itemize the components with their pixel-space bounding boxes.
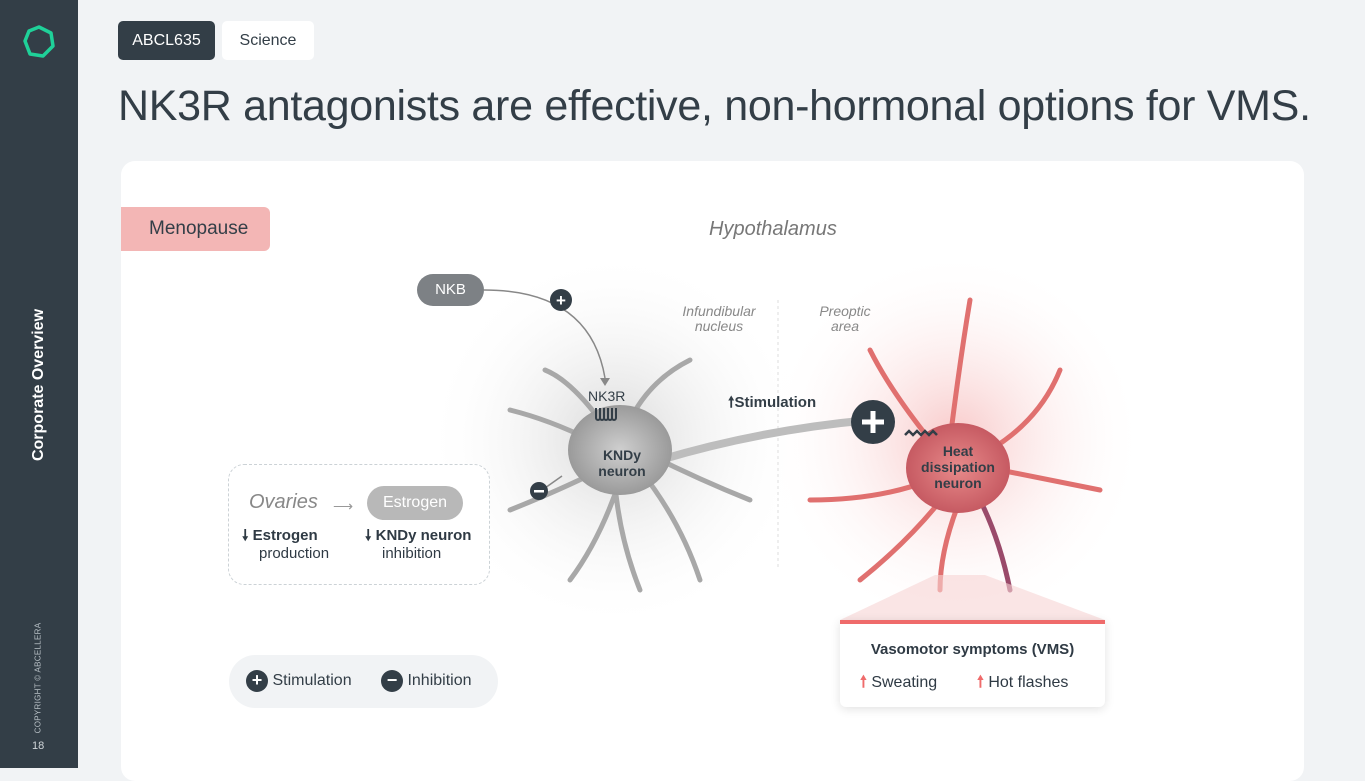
page-title: NK3R antagonists are effective, non-horm… [118, 82, 1311, 130]
vms-funnel [840, 575, 1105, 620]
inhibition-arrow [544, 475, 563, 489]
receptor-icon [595, 408, 617, 421]
stimulation-label: 🠕Stimulation [728, 394, 817, 411]
tag-abcl635[interactable]: ABCL635 [118, 21, 215, 60]
sidebar: Corporate Overview COPYRIGHT © ABCELLERA… [0, 0, 78, 768]
page-number: 18 [32, 740, 45, 752]
arrow-right-icon: ⟶ [333, 498, 354, 514]
nkb-pill: NKB [417, 274, 484, 306]
heat-soma [906, 423, 1010, 513]
kndy-soma [568, 405, 672, 495]
nkb-arrow [483, 289, 606, 379]
legend: + Stimulation − Inhibition [229, 655, 498, 708]
menopause-label: Menopause [121, 207, 270, 251]
vms-title: Vasomotor symptoms (VMS) [870, 641, 1075, 658]
legend-stimulation: + Stimulation [246, 670, 352, 692]
plus-icon: + [246, 670, 268, 692]
ovaries-label: Ovaries [249, 491, 318, 513]
vms-sweating: 🠕 Sweating [860, 674, 938, 691]
receptor-heat-icon [904, 429, 938, 437]
axon [658, 416, 871, 464]
nk3r-label: NK3R [588, 388, 626, 404]
logo-hexagon-icon [23, 25, 55, 58]
tag-science[interactable]: Science [222, 21, 314, 60]
minus-icon: − [381, 670, 403, 692]
hypothalamus-label: Hypothalamus [709, 218, 837, 240]
estrogen-pill: Estrogen [367, 486, 463, 520]
legend-inhibition: − Inhibition [381, 670, 472, 692]
vms-box: Vasomotor symptoms (VMS) 🠕 Sweating 🠕 Ho… [840, 620, 1105, 707]
plus-small-icon [550, 289, 572, 311]
svg-text:+: + [556, 291, 566, 310]
vms-hot-flashes: 🠕 Hot flashes [977, 674, 1069, 691]
